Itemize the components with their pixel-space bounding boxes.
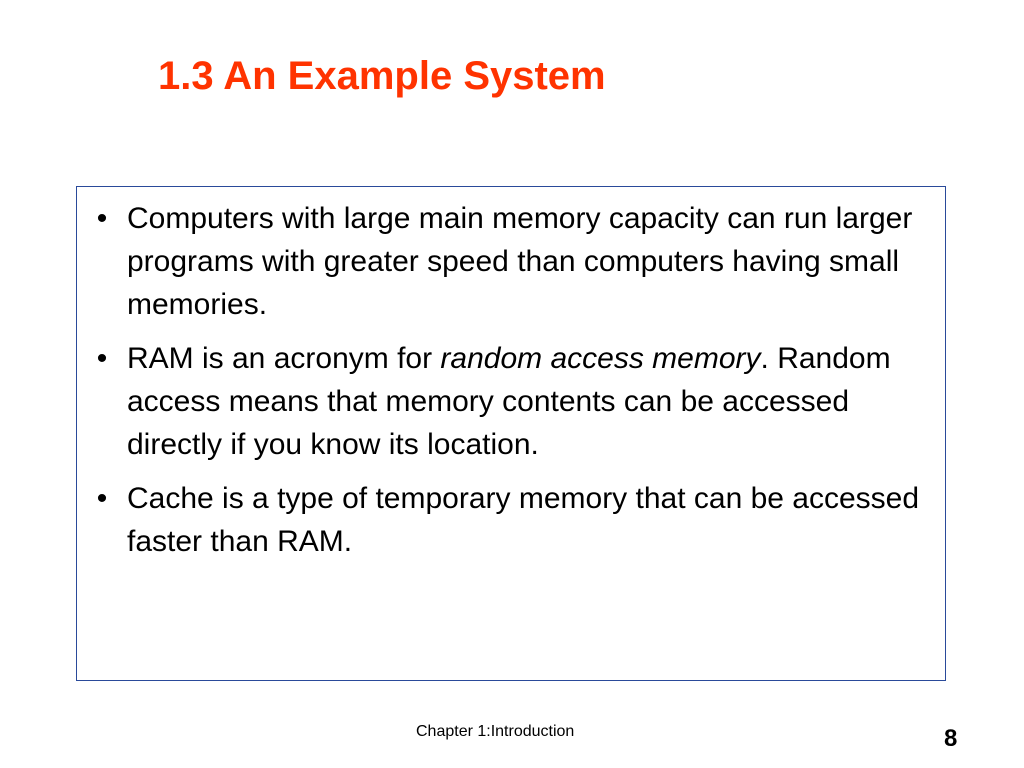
bullet-icon: • (96, 202, 108, 235)
bullet-text: Computers with large main memory capacit… (127, 202, 913, 321)
slide-title: 1.3 An Example System (158, 54, 606, 98)
bullet-text: Cache is a type of temporary memory that… (127, 482, 920, 558)
bullet-text-emphasis: random access memory (440, 342, 761, 375)
page-number: 8 (944, 725, 958, 752)
bullet-list: • Computers with large main memory capac… (87, 197, 945, 574)
bullet-text-trail: . Random access means that memory conten… (127, 342, 891, 461)
footer-chapter-label: Chapter 1:Introduction (416, 723, 575, 740)
bullet-icon: • (96, 342, 108, 375)
bullet-icon: • (96, 482, 108, 515)
content-box: • Computers with large main memory capac… (76, 186, 946, 681)
bullet-item-cache: • Cache is a type of temporary memory th… (87, 477, 945, 563)
bullet-text-lead: RAM is an acronym for (127, 342, 441, 375)
bullet-item-memory-capacity: • Computers with large main memory capac… (87, 197, 945, 326)
bullet-item-ram: • RAM is an acronym for random access me… (87, 337, 945, 466)
